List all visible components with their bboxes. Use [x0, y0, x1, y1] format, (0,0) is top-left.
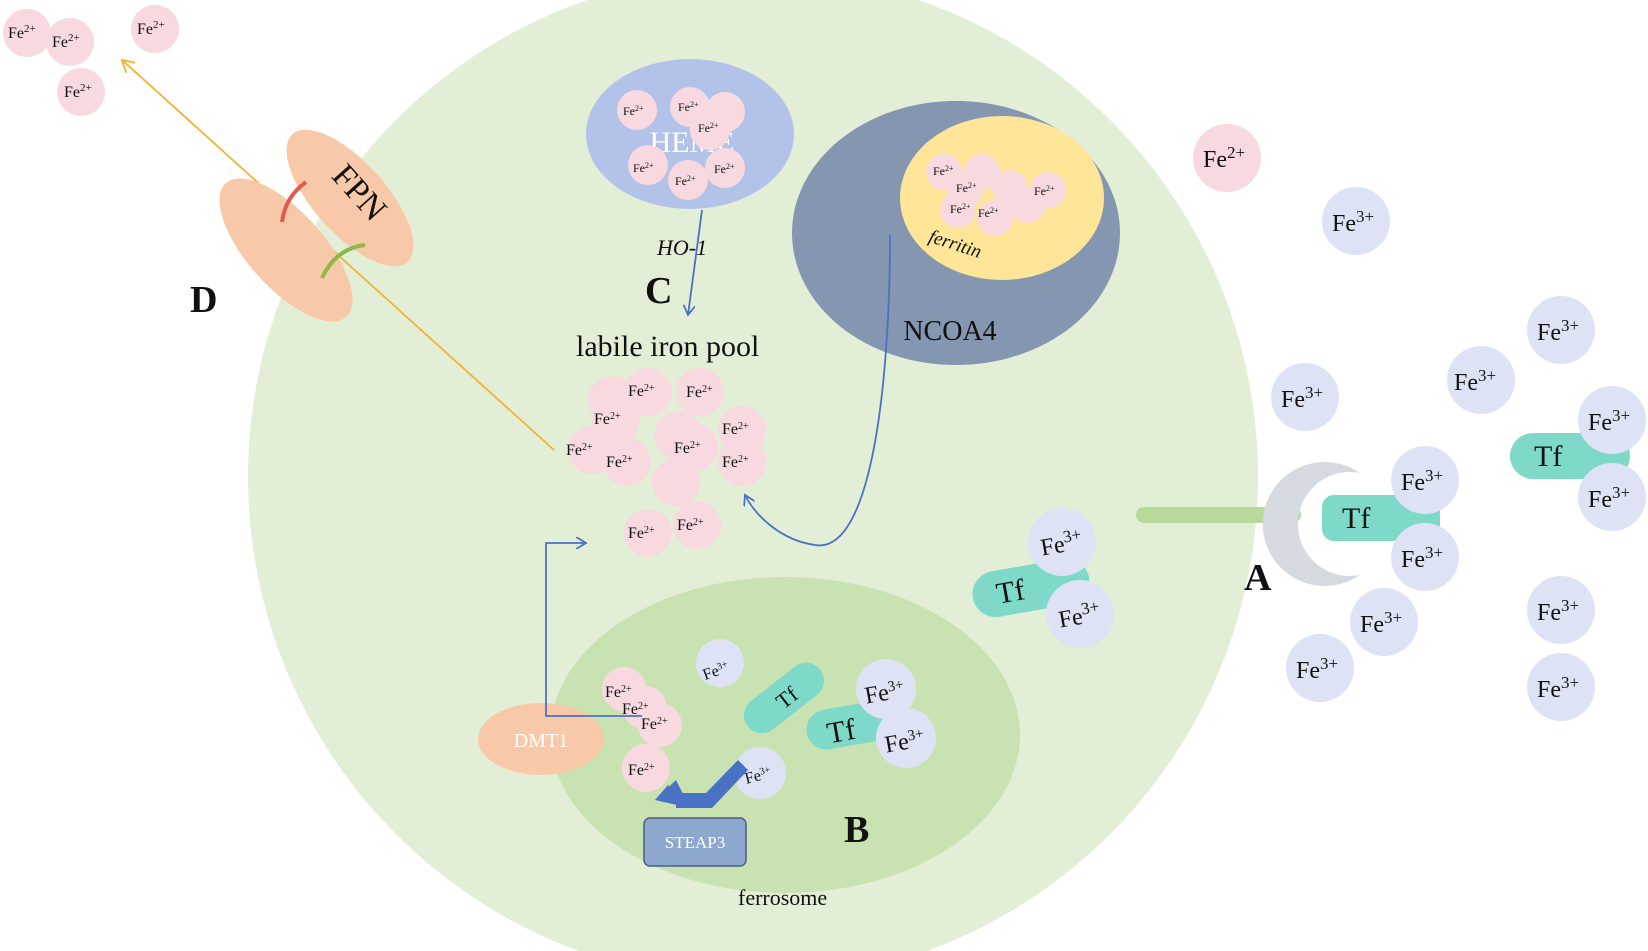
internalized-tf-fe3-upper — [1028, 508, 1096, 576]
steap3-reduction-arrowhead — [655, 780, 690, 808]
internalized-transferrin-label: Tf — [994, 573, 1028, 610]
transferrin-receptor — [1262, 461, 1360, 586]
labile-iron-pool-label: labile iron pool — [576, 330, 759, 363]
fpn-subunit-upper — [286, 129, 414, 267]
heme-fe2-ions — [617, 87, 745, 200]
ferrosome-fe2-4 — [622, 744, 670, 792]
svg-text:Fe2+: Fe2+ — [1203, 143, 1245, 174]
ncoa4-to-lip-arrow — [745, 234, 891, 547]
dmt1-transporter — [478, 703, 604, 775]
ferrosome-fe2-2-label: Fe2+ — [622, 701, 649, 719]
svg-text:Fe2+: Fe2+ — [594, 411, 621, 429]
ferrosome-reducible-fe3-label: Fe3+ — [743, 764, 774, 788]
svg-text:Fe2+: Fe2+ — [678, 100, 699, 115]
svg-text:Fe3+: Fe3+ — [1332, 207, 1374, 238]
ferritin-fe2-ions — [926, 154, 1066, 236]
receptor-bound-transferrin-label: Tf — [1342, 502, 1370, 535]
svg-text:Fe2+: Fe2+ — [52, 32, 80, 51]
internalized-tf-fe3-lower-label: Fe3+ — [1056, 596, 1103, 633]
svg-text:Fe2+: Fe2+ — [137, 19, 165, 38]
svg-text:Fe2+: Fe2+ — [8, 23, 36, 42]
free-transferrin-label: Tf — [1534, 440, 1562, 473]
receptor-stalk — [1136, 507, 1301, 523]
fpn-link-green — [320, 243, 366, 279]
svg-text:Fe2+: Fe2+ — [1034, 184, 1055, 199]
extracellular-ion-labels: Fe2+ Fe3+ Fe3+ Fe3+ Fe3+ Fe3+ Fe3+ Fe3+ … — [1203, 143, 1579, 704]
exported-fe2-labels: Fe2+ Fe2+ Fe2+ Fe2+ — [8, 19, 165, 101]
svg-text:Fe2+: Fe2+ — [628, 525, 655, 543]
ferrosome-label: ferrosome — [738, 885, 827, 910]
ferrosome-reducible-fe3 — [734, 747, 786, 799]
free-tf-fe3-lower — [1578, 463, 1646, 531]
bound-tf-fe3-upper — [1391, 446, 1459, 514]
fpn-subunit-lower — [219, 178, 353, 322]
svg-text:Fe2+: Fe2+ — [714, 162, 735, 177]
svg-text:Fe3+: Fe3+ — [1537, 316, 1579, 347]
dmt1-label: DMT1 — [514, 730, 568, 752]
svg-text:Fe3+: Fe3+ — [1537, 673, 1579, 704]
steap3-label: STEAP3 — [665, 833, 725, 852]
fpn-link-red — [280, 180, 308, 223]
ho1-label: HO-1 — [656, 235, 707, 260]
svg-text:Fe3+: Fe3+ — [1281, 383, 1323, 414]
ferrosome-transferrin-diag — [743, 662, 825, 734]
svg-text:Fe3+: Fe3+ — [1454, 366, 1496, 397]
bound-tf-fe3-lower — [1391, 523, 1459, 591]
internalized-tf-fe3-upper-label: Fe3+ — [1038, 524, 1085, 561]
heme-fe2-labels: Fe2+ Fe2+ Fe2+ Fe2+ Fe2+ Fe2+ — [623, 100, 735, 189]
free-tf-fe3-upper — [1578, 386, 1646, 454]
bound-tf-fe3-lower-label: Fe3+ — [1401, 543, 1443, 574]
svg-text:Fe2+: Fe2+ — [606, 454, 633, 472]
svg-text:Fe2+: Fe2+ — [675, 174, 696, 189]
svg-text:Fe3+: Fe3+ — [1296, 654, 1338, 685]
internalized-tf-fe3-lower — [1046, 580, 1114, 648]
svg-text:Fe2+: Fe2+ — [978, 206, 999, 221]
svg-text:Fe2+: Fe2+ — [64, 82, 92, 101]
svg-text:Fe2+: Fe2+ — [722, 454, 749, 472]
ferrosome-transferrin-label: Tf — [824, 713, 858, 750]
ferrosome-fe2-3-label: Fe2+ — [641, 716, 668, 734]
ferrosome-tf-fe3-lower — [876, 708, 936, 768]
svg-text:Fe2+: Fe2+ — [566, 442, 593, 460]
ferrosome-free-fe3-label: Fe3+ — [700, 658, 731, 684]
svg-text:Fe2+: Fe2+ — [933, 164, 954, 179]
svg-text:Fe2+: Fe2+ — [677, 517, 704, 535]
ferrosome-fe2-4-label: Fe2+ — [628, 762, 655, 780]
labile-iron-pool-ions — [568, 368, 766, 557]
ferrosome-tf-fe3-upper-label: Fe3+ — [863, 677, 907, 710]
ferrosome-fe2-3 — [638, 703, 682, 747]
free-tf-fe3-upper-label: Fe3+ — [1588, 406, 1630, 437]
steap3-enzyme — [643, 817, 747, 867]
exported-fe2-ions — [3, 5, 179, 116]
ho1-arrow — [688, 209, 703, 315]
svg-text:Fe2+: Fe2+ — [722, 421, 749, 439]
ncoa4-label: NCOA4 — [903, 316, 996, 347]
svg-text:Fe2+: Fe2+ — [956, 181, 977, 196]
label-b: B — [844, 809, 869, 851]
ferrosome-free-fe3 — [696, 639, 744, 687]
svg-text:Fe3+: Fe3+ — [1360, 608, 1402, 639]
ferrosome-tf-fe3-upper — [856, 659, 916, 719]
bound-tf-fe3-upper-label: Fe3+ — [1401, 466, 1443, 497]
ferrosome-compartment — [550, 577, 1020, 893]
svg-text:Fe3+: Fe3+ — [1537, 596, 1579, 627]
label-d: D — [190, 279, 217, 321]
svg-text:Fe2+: Fe2+ — [628, 383, 655, 401]
svg-text:Fe2+: Fe2+ — [698, 121, 719, 136]
label-a: A — [1244, 557, 1272, 599]
dmt1-to-lip-arrow — [545, 543, 642, 717]
svg-text:Fe2+: Fe2+ — [686, 384, 713, 402]
svg-text:Fe2+: Fe2+ — [674, 440, 701, 458]
svg-text:Fe2+: Fe2+ — [950, 202, 971, 217]
free-tf-fe3-lower-label: Fe3+ — [1588, 483, 1630, 514]
labile-iron-pool-labels: Fe2+ Fe2+ Fe2+ Fe2+ Fe2+ Fe2+ Fe2+ Fe2+ … — [566, 383, 749, 543]
ferritin-fe2-labels: Fe2+ Fe2+ Fe2+ Fe2+ Fe2+ — [933, 164, 1055, 221]
svg-text:Fe2+: Fe2+ — [623, 104, 644, 119]
label-c: C — [645, 270, 672, 312]
ferrosome-tf-fe3-lower-label: Fe3+ — [883, 726, 927, 759]
svg-text:Fe2+: Fe2+ — [633, 161, 654, 176]
ferrosome-fe2-1-label: Fe2+ — [605, 684, 632, 702]
extracellular-ions — [1193, 124, 1595, 721]
